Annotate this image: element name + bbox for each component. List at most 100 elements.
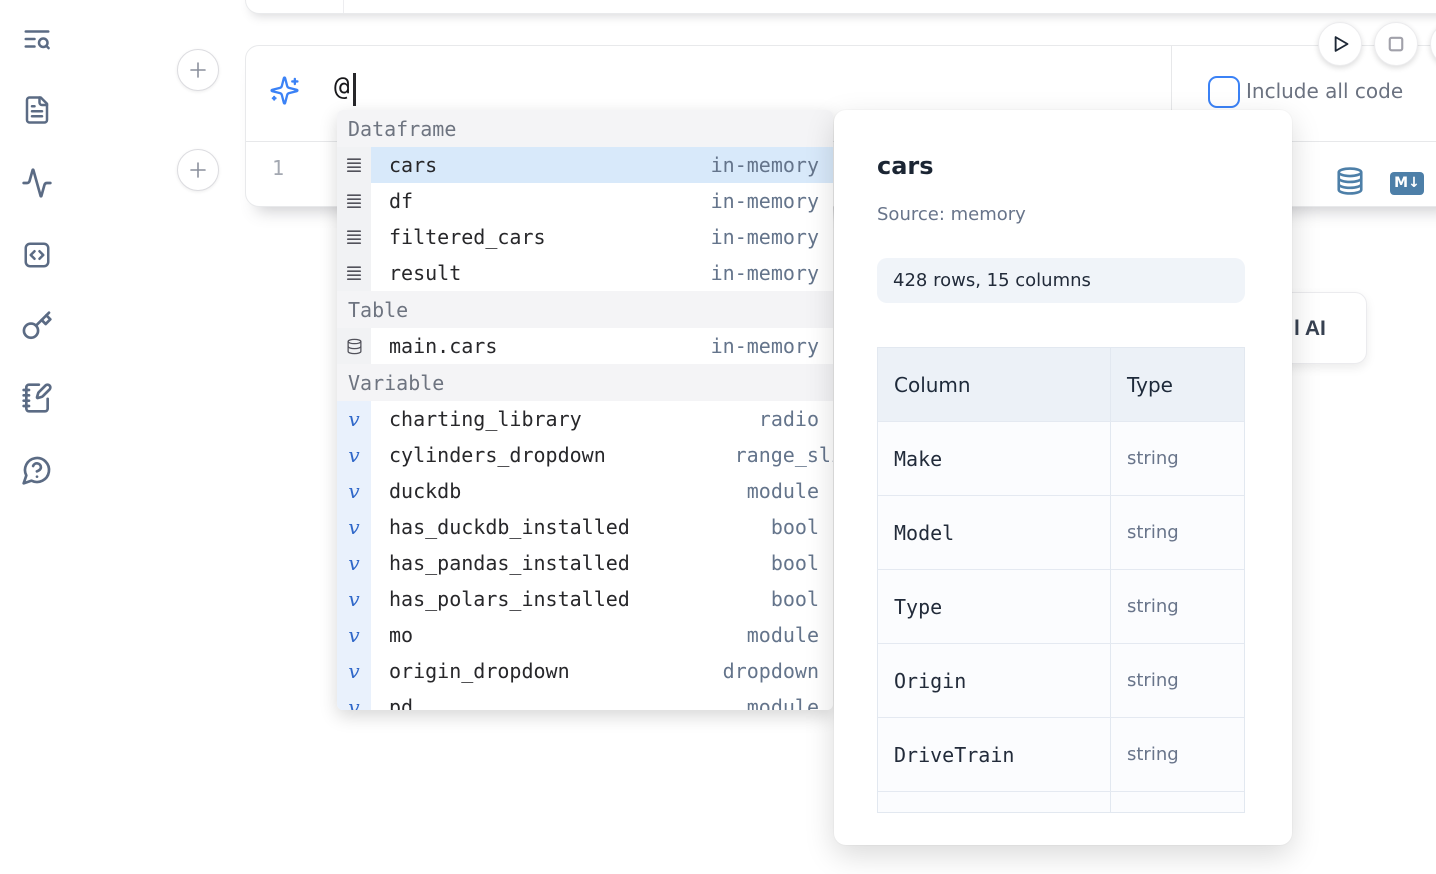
sidebar-item-files[interactable] (19, 92, 55, 128)
notebook-pen-icon (22, 383, 52, 413)
convert-to-sql-button[interactable] (1335, 166, 1365, 199)
column-type: string (1127, 670, 1179, 691)
column-header: Column (878, 348, 1111, 421)
item-type: in-memory (710, 334, 819, 358)
item-name: origin_dropdown (389, 659, 570, 683)
key-icon (22, 311, 52, 340)
variable-icon: v (348, 695, 360, 710)
item-type: module (746, 623, 819, 647)
schema-table-header: Column Type (878, 348, 1244, 422)
include-all-code-checkbox[interactable] (1208, 76, 1240, 108)
preview-title: cars (877, 152, 934, 180)
item-type: module (746, 479, 819, 503)
code-editor[interactable]: 1 M↓ (246, 142, 1436, 205)
text-cursor (353, 73, 356, 106)
column-type: string (1127, 596, 1179, 617)
column-type: string (1127, 744, 1179, 765)
item-name: has_duckdb_installed (389, 515, 630, 539)
column-name: Make (894, 446, 943, 471)
sidebar-item-tracebacks[interactable] (19, 165, 55, 201)
item-type: in-memory (710, 225, 819, 249)
item-name: cylinders_dropdown (389, 443, 606, 467)
item-name: main.cars (389, 334, 498, 358)
schema-row-make: Make string (878, 422, 1244, 496)
code-square-icon (24, 242, 50, 268)
column-name: Model (894, 520, 955, 545)
autocomplete-item-filtered-cars[interactable]: filtered_cars in-memory (337, 219, 833, 255)
schema-row-drivetrain: DriveTrain string (878, 718, 1244, 792)
run-cell-button[interactable] (1318, 22, 1362, 66)
help-circle-icon (22, 456, 51, 485)
database-icon (346, 338, 362, 354)
column-type: string (1127, 522, 1179, 543)
column-type: string (1127, 448, 1179, 469)
dataframe-icon (346, 230, 362, 245)
ai-button-label: l AI (1294, 317, 1326, 340)
item-name: filtered_cars (389, 225, 546, 249)
autocomplete-item-cars[interactable]: cars in-memory (337, 147, 833, 183)
item-type: in-memory (710, 189, 819, 213)
line-number: 1 (272, 156, 285, 180)
markdown-badge: M↓ (1394, 175, 1420, 191)
add-cell-button-top[interactable] (177, 49, 219, 91)
section-header-variable: Variable (337, 364, 833, 401)
schema-row-model: Model string (878, 496, 1244, 570)
autocomplete-item-main-cars[interactable]: main.cars in-memory (337, 328, 833, 364)
item-type: range_sli (734, 443, 833, 467)
item-name: mo (389, 623, 414, 647)
column-name: Type (894, 594, 943, 619)
sidebar-item-scratchpad[interactable] (19, 380, 55, 416)
dataframe-icon (346, 194, 362, 209)
schema-table: Column Type Make string Model string Typ… (877, 347, 1245, 813)
item-type: in-memory (710, 153, 819, 177)
section-header-table: Table (337, 291, 833, 328)
shape-badge: 428 rows, 15 columns (877, 258, 1245, 303)
item-name: cars (389, 153, 438, 177)
section-header-dataframe: Dataframe (337, 110, 833, 147)
sidebar-item-help[interactable] (19, 452, 55, 488)
column-name: DriveTrain (894, 742, 1015, 767)
previous-cell[interactable] (245, 0, 1436, 14)
plus-icon (190, 162, 206, 178)
convert-to-markdown-button[interactable]: M↓ (1390, 172, 1424, 195)
database-icon (1337, 167, 1363, 195)
item-name: duckdb (389, 479, 462, 503)
variable-icon: v (348, 551, 360, 575)
text-search-icon (24, 30, 50, 50)
sidebar-item-secrets[interactable] (19, 308, 55, 344)
stop-button[interactable] (1374, 22, 1418, 66)
preview-source: Source: memory (877, 204, 1026, 225)
schema-row-partial (878, 792, 1244, 812)
item-type: radio (758, 407, 819, 431)
activity-icon (22, 168, 52, 198)
column-name: Origin (894, 668, 967, 693)
item-type: module (746, 695, 819, 710)
autocomplete-item-pd[interactable]: v pd module (337, 689, 833, 710)
shape-badge-text: 428 rows, 15 columns (893, 270, 1091, 291)
file-text-icon (25, 96, 49, 124)
variable-icon: v (348, 515, 360, 539)
ai-prompt-input[interactable]: @ Include all code (246, 46, 1436, 141)
dataframe-icon (346, 266, 362, 281)
sidebar-item-search[interactable] (19, 21, 55, 57)
cell-gutter-divider (343, 0, 344, 13)
add-cell-button-bottom[interactable] (177, 149, 219, 191)
item-name: has_polars_installed (389, 587, 630, 611)
stop-icon (1388, 36, 1404, 52)
plus-icon (190, 62, 206, 78)
item-name: pd (389, 695, 414, 710)
sidebar-item-snippets[interactable] (19, 237, 55, 273)
item-type: bool (770, 551, 819, 575)
divider (1171, 46, 1172, 141)
type-header: Type (1127, 372, 1173, 397)
